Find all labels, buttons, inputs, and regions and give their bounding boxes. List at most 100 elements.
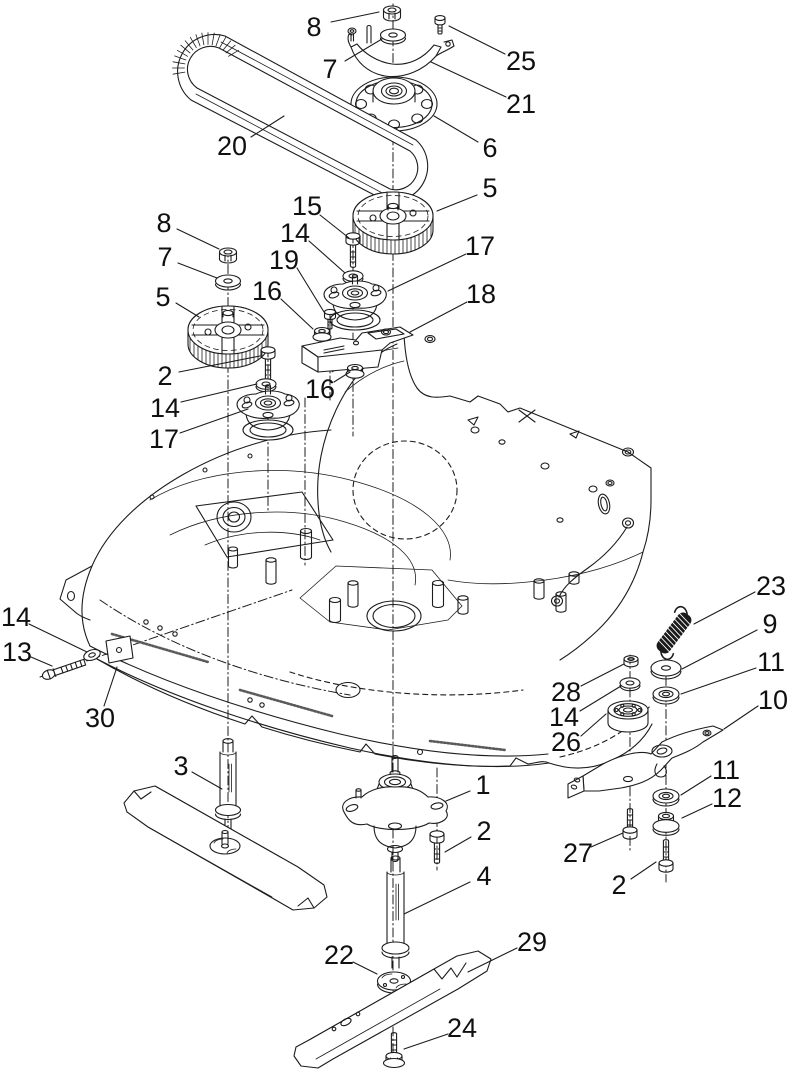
callout-14b: 14	[150, 383, 258, 423]
spindle-17-left	[236, 384, 300, 441]
callout-leader-19	[296, 267, 325, 313]
callout-12: 12	[681, 783, 742, 819]
bolt-2-bottom-center	[429, 830, 445, 864]
callout-number-17b: 17	[149, 424, 179, 454]
top-washer-7	[379, 28, 407, 45]
callout-24: 24	[403, 1013, 477, 1050]
callout-number-10: 10	[758, 685, 787, 715]
callout-5b: 5	[155, 282, 200, 318]
callout-7a: 7	[322, 38, 383, 84]
callout-28: 28	[551, 663, 625, 707]
callout-number-14a: 14	[280, 218, 310, 248]
callout-number-2c: 2	[611, 870, 626, 900]
callout-number-15: 15	[292, 191, 322, 221]
callout-1: 1	[445, 770, 491, 802]
callout-2c: 2	[611, 861, 657, 900]
callout-number-25: 25	[506, 46, 536, 76]
washer-14-idler	[619, 677, 641, 692]
callout-16a: 16	[252, 276, 314, 330]
callout-8b: 8	[156, 208, 220, 250]
callout-leader-2a	[178, 355, 261, 373]
top-nut-8	[382, 5, 402, 22]
callout-14d: 14	[549, 685, 622, 732]
callout-16b: 16	[305, 371, 351, 404]
callout-number-14b: 14	[150, 393, 180, 423]
washer-11-upper	[652, 686, 680, 705]
callout-number-26: 26	[551, 727, 581, 757]
callout-number-8b: 8	[156, 208, 171, 238]
callout-4: 4	[403, 861, 492, 915]
callout-26: 26	[551, 713, 607, 757]
callout-number-5a: 5	[482, 173, 497, 203]
callout-6: 6	[433, 115, 498, 163]
callout-5a: 5	[436, 173, 498, 212]
callout-leader-14b	[180, 383, 258, 403]
nut-16-lower	[345, 363, 365, 379]
callout-number-18: 18	[466, 279, 496, 309]
callout-leader-2b	[444, 836, 472, 853]
spindle-17-center	[323, 274, 387, 331]
callout-leader-10	[723, 705, 759, 730]
callout-leader-8a	[330, 11, 380, 23]
callout-11b: 11	[680, 755, 740, 796]
bolt-24	[382, 1032, 406, 1069]
callout-25: 25	[448, 25, 536, 76]
callout-leader-24	[403, 1033, 449, 1050]
callout-number-2a: 2	[157, 361, 172, 391]
callout-19: 19	[269, 245, 325, 313]
callout-number-5b: 5	[155, 282, 170, 312]
callout-leader-29	[467, 947, 518, 973]
nut-16-upper	[312, 326, 332, 342]
callout-leader-4	[403, 881, 471, 915]
callout-23: 23	[693, 571, 786, 625]
callout-13: 13	[2, 637, 53, 667]
callout-7b: 7	[157, 242, 218, 279]
deck-studs	[227, 527, 567, 624]
bolt-25	[434, 15, 446, 35]
assembly-axes	[39, 3, 667, 1067]
callout-number-23: 23	[756, 571, 786, 601]
callout-number-2b: 2	[476, 816, 491, 846]
callout-leader-23	[693, 591, 756, 625]
callout-number-1: 1	[475, 770, 490, 800]
callout-leader-1	[445, 790, 471, 802]
callout-number-16b: 16	[305, 374, 335, 404]
callout-number-16a: 16	[252, 276, 282, 306]
blade-left	[123, 785, 328, 911]
spacer-12	[652, 811, 680, 836]
callout-21: 21	[430, 61, 536, 119]
callout-leader-30	[103, 666, 118, 707]
callout-number-12: 12	[712, 783, 742, 813]
bracket-18	[301, 326, 414, 373]
belt-20	[172, 32, 429, 202]
callout-leader-11b	[680, 775, 712, 796]
callout-number-9: 9	[762, 609, 777, 639]
bolt-2-idler	[658, 839, 674, 873]
callout-leader-22	[352, 961, 378, 975]
washer-9	[650, 659, 682, 680]
bolt-13-washer-14-plate-30	[41, 635, 134, 680]
callout-leader-3	[191, 771, 223, 790]
nut-8-left	[218, 247, 238, 264]
callout-leader-17a	[387, 253, 467, 292]
bolt-27	[622, 808, 638, 840]
callout-leader-25	[448, 25, 506, 55]
callout-number-7b: 7	[157, 242, 172, 272]
nut-28	[623, 655, 639, 668]
belt-guide-21	[347, 33, 455, 78]
callout-number-13: 13	[2, 637, 32, 667]
callout-number-11b: 11	[712, 755, 740, 785]
callout-22: 22	[324, 940, 378, 975]
callout-leader-14a	[308, 240, 346, 274]
callout-leader-14c	[28, 623, 88, 653]
callout-leader-2c	[630, 861, 657, 880]
callout-number-14c: 14	[1, 602, 31, 632]
callout-number-27: 27	[563, 838, 593, 868]
callout-leader-7a	[344, 38, 383, 62]
callout-leader-7b	[177, 262, 218, 279]
callout-number-20: 20	[217, 131, 247, 161]
callout-17a: 17	[387, 231, 495, 292]
callout-number-14d: 14	[549, 702, 579, 732]
